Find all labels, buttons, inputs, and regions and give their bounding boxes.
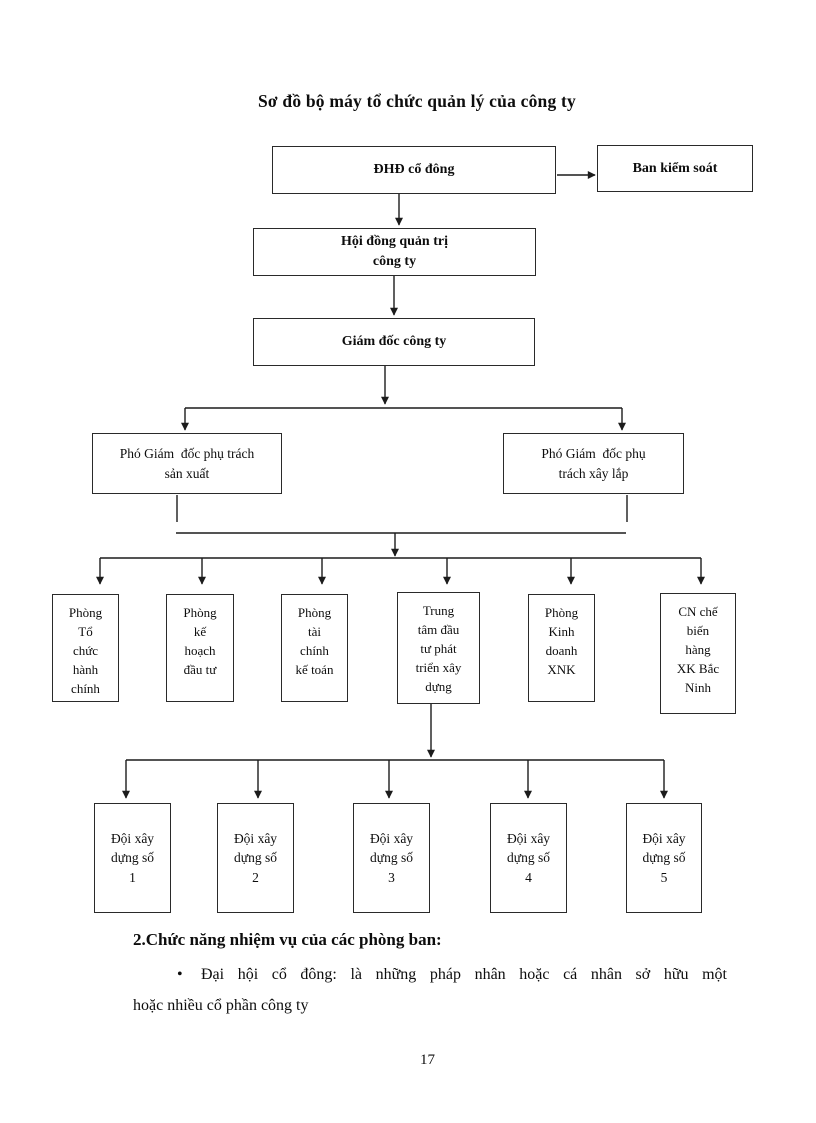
node-shareholders-meeting: ĐHĐ cổ đông	[272, 146, 556, 194]
page-number: 17	[420, 1052, 435, 1068]
team-node: Đội xây dựng số 2	[217, 803, 294, 913]
team-node: Đội xây dựng số 1	[94, 803, 171, 913]
bullet-icon: •	[177, 966, 183, 983]
page-title: Sơ đồ bộ máy tổ chức quản lý của công ty	[258, 91, 576, 111]
department-node: Phòng Kinh doanh XNK	[528, 594, 595, 702]
team-node: Đội xây dựng số 4	[490, 803, 567, 913]
bullet-text-line1: Đại hội cổ đông: là những pháp nhân hoặc…	[201, 966, 727, 983]
node-board-of-directors: Hội đồng quản trị công ty	[253, 228, 536, 276]
department-node: Trung tâm đầu tư phát triển xây dựng	[397, 592, 480, 704]
node-company-director: Giám đốc công ty	[253, 318, 535, 366]
team-node: Đội xây dựng số 3	[353, 803, 430, 913]
department-node: CN chế biến hàng XK Bắc Ninh	[660, 593, 736, 714]
department-node: Phòng tài chính kế toán	[281, 594, 348, 702]
team-node: Đội xây dựng số 5	[626, 803, 702, 913]
department-node: Phòng kế hoạch đầu tư	[166, 594, 234, 702]
department-node: Phòng Tổ chức hành chính	[52, 594, 119, 702]
section-heading: 2.Chức năng nhiệm vụ của các phòng ban:	[133, 930, 442, 949]
node-supervisory-board: Ban kiểm soát	[597, 145, 753, 192]
bullet-text-line2: hoặc nhiều cổ phần công ty	[133, 997, 309, 1014]
node-deputy-director-construction: Phó Giám đốc phụ trách xây lắp	[503, 433, 684, 494]
node-deputy-director-production: Phó Giám đốc phụ trách sản xuất	[92, 433, 282, 494]
